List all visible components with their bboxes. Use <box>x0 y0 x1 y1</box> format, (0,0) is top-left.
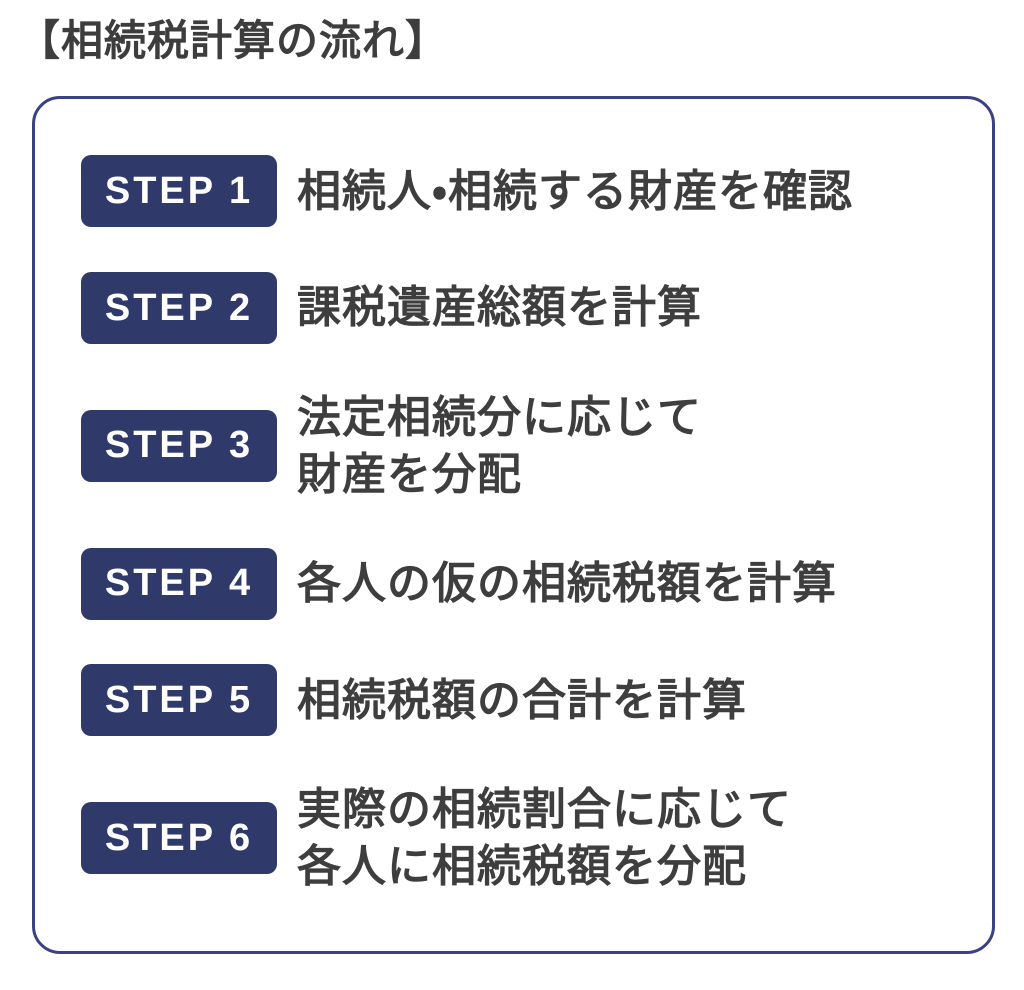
step-description: 各人の仮の相続税額を計算 <box>297 559 837 609</box>
step-description: 相続人・相続する財産を確認 <box>297 166 853 216</box>
step-badge: STEP 2 <box>81 272 277 345</box>
step-description: 相続税額の合計を計算 <box>297 675 747 725</box>
step-badge: STEP 6 <box>81 802 277 875</box>
step-badge-label: STEP 5 <box>104 678 254 721</box>
step-description: 課税遺産総額を計算 <box>297 283 702 333</box>
step-badge-label: STEP 2 <box>104 286 254 329</box>
step-badge-label: STEP 1 <box>104 169 254 212</box>
step-row-2: STEP 2 課税遺産総額を計算 <box>81 272 956 345</box>
step-badge: STEP 5 <box>81 664 277 737</box>
step-description: 法定相続分に応じて財産を分配 <box>297 392 702 499</box>
step-badge-label: STEP 6 <box>104 816 254 859</box>
step-badge: STEP 4 <box>81 547 277 620</box>
step-row-5: STEP 5 相続税額の合計を計算 <box>81 664 956 737</box>
step-description: 実際の相続割合に応じて各人に相続税額を分配 <box>297 784 792 892</box>
step-row-1: STEP 1 相続人・相続する財産を確認 <box>81 155 956 228</box>
step-badge: STEP 3 <box>81 409 277 482</box>
step-row-3: STEP 3 法定相続分に応じて財産を分配 <box>81 389 956 503</box>
step-badge-label: STEP 4 <box>104 562 254 605</box>
step-badge: STEP 1 <box>81 155 277 228</box>
step-row-4: STEP 4 各人の仮の相続税額を計算 <box>81 547 956 620</box>
step-badge-label: STEP 3 <box>104 424 254 467</box>
page-title: 【相続税計算の流れ】 <box>18 17 449 64</box>
step-row-6: STEP 6 実際の相続割合に応じて各人に相続税額を分配 <box>81 781 956 895</box>
flow-container: STEP 1 相続人・相続する財産を確認 STEP 2 課税遺産総額を計算 ST… <box>32 96 995 955</box>
